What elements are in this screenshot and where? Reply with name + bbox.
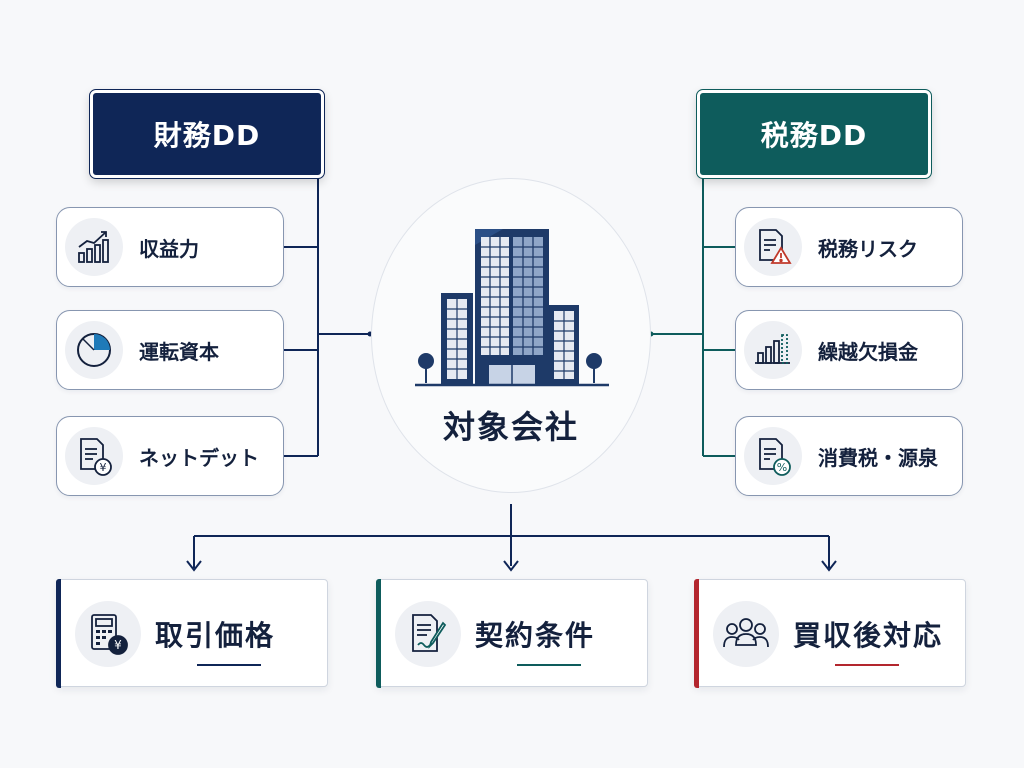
svg-text:¥: ¥ xyxy=(114,638,122,652)
accent-bar xyxy=(375,578,381,688)
financial-item-label: ネットデット xyxy=(139,445,259,470)
tax-dd-title: 税務DD xyxy=(760,119,868,152)
document-yen-icon: ¥ xyxy=(65,427,123,485)
target-company-label: 対象会社 xyxy=(442,408,579,446)
contract-pen-icon xyxy=(395,601,461,667)
calculator-yen-icon: ¥ xyxy=(75,601,141,667)
financial-item-label: 運転資本 xyxy=(139,339,219,364)
growth-chart-icon xyxy=(65,218,123,276)
tax-item-label: 消費税・源泉 xyxy=(818,445,938,470)
people-group-icon xyxy=(713,601,779,667)
financial-item-working-capital: 運転資本 xyxy=(56,310,284,390)
outcome-card-transaction-price: ¥ 取引価格 xyxy=(55,578,328,688)
tax-item-label: 税務リスク xyxy=(818,236,918,261)
tax-item-label: 繰越欠損金 xyxy=(818,339,918,364)
document-warning-icon xyxy=(744,218,802,276)
financial-item-earnings: 収益力 xyxy=(56,207,284,287)
document-percent-icon: % xyxy=(744,427,802,485)
outcome-card-contract-terms: 契約条件 xyxy=(375,578,648,688)
tax-dd-heading: 税務DD xyxy=(696,89,932,179)
bar-chart-carryforward-icon xyxy=(744,321,802,379)
svg-text:¥: ¥ xyxy=(100,461,107,474)
financial-item-net-debt: ¥ ネットデット xyxy=(56,416,284,496)
financial-dd-heading: 財務DD xyxy=(89,89,325,179)
tax-item-tax-risk: 税務リスク xyxy=(735,207,963,287)
accent-bar xyxy=(693,578,699,688)
financial-item-label: 収益力 xyxy=(139,236,199,261)
tax-item-loss-carryforward: 繰越欠損金 xyxy=(735,310,963,390)
outcome-card-post-acquisition: 買収後対応 xyxy=(693,578,966,688)
pie-chart-icon xyxy=(65,321,123,379)
tax-item-consumption-withholding: % 消費税・源泉 xyxy=(735,416,963,496)
svg-text:%: % xyxy=(777,461,787,474)
outcome-label: 契約条件 xyxy=(475,619,596,652)
outcome-underline xyxy=(517,664,581,666)
outcome-label: 買収後対応 xyxy=(793,619,944,652)
accent-bar xyxy=(55,578,61,688)
outcome-underline xyxy=(197,664,261,666)
office-building-icon xyxy=(415,229,609,387)
outcome-label: 取引価格 xyxy=(155,619,276,652)
financial-dd-title: 財務DD xyxy=(153,119,261,152)
outcome-underline xyxy=(835,664,899,666)
